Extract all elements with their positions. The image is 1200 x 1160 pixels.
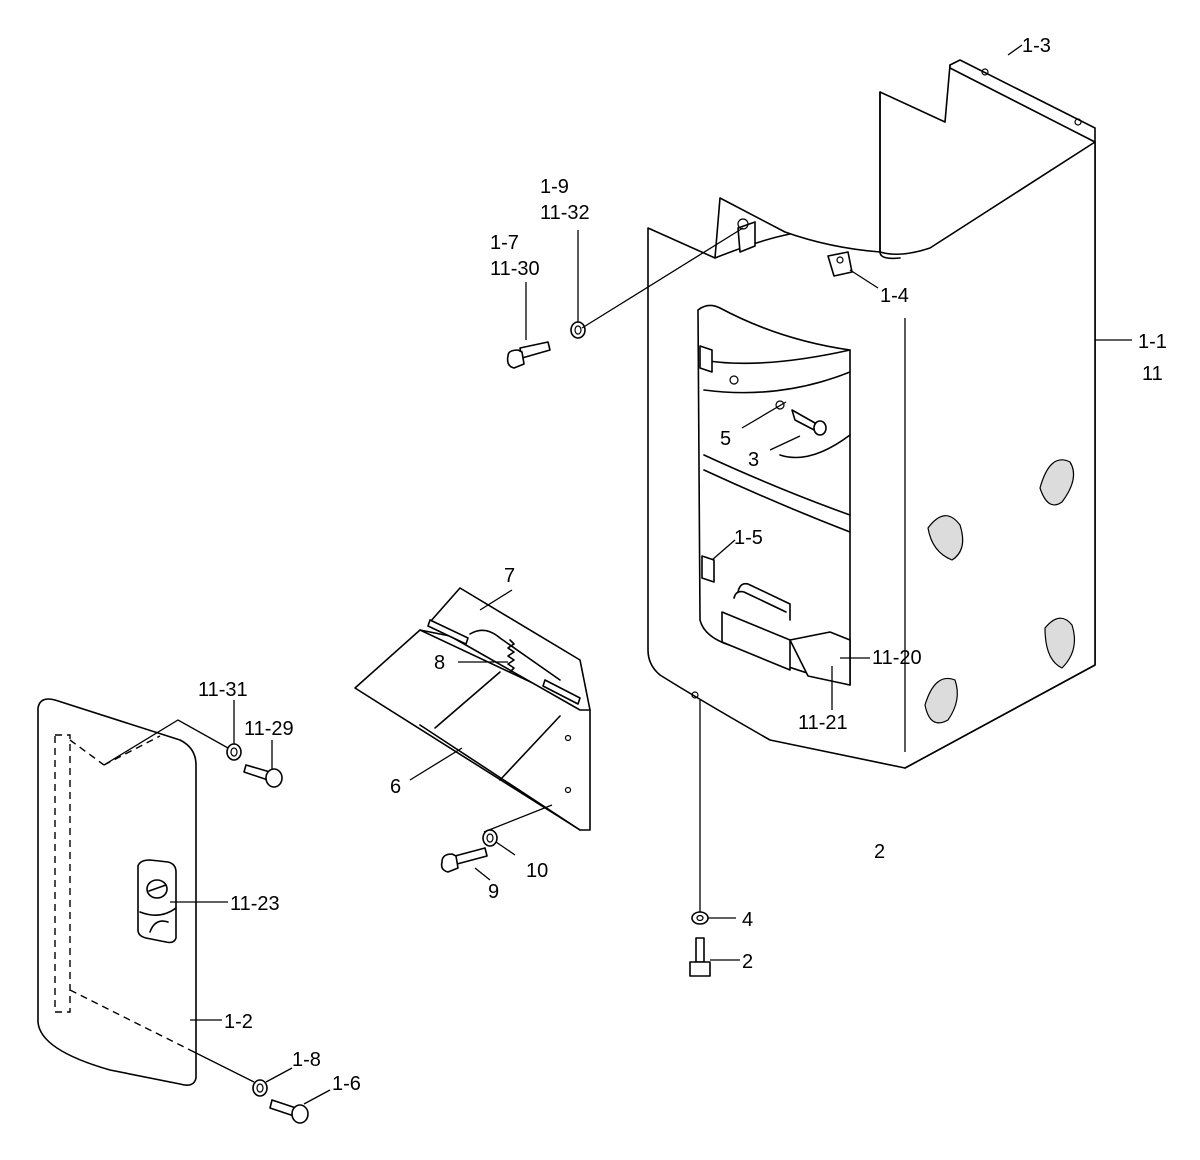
callout-7: 7 bbox=[504, 565, 515, 587]
callout-4: 4 bbox=[742, 909, 753, 931]
leader-lines bbox=[103, 44, 1132, 1105]
callout-1-4: 1-4 bbox=[880, 285, 909, 307]
callout-11-21: 11-21 bbox=[798, 712, 848, 734]
fasteners bbox=[226, 321, 711, 1124]
callout-1-2: 1-2 bbox=[224, 1011, 253, 1033]
callout-2-reference: 2 bbox=[874, 841, 885, 863]
callout-5: 5 bbox=[720, 428, 731, 450]
callout-9: 9 bbox=[488, 881, 499, 903]
callout-11-29: 11-29 bbox=[244, 718, 294, 740]
callout-11-31: 11-31 bbox=[198, 679, 248, 701]
main-cover-housing bbox=[647, 59, 1096, 769]
callout-1-8: 1-8 bbox=[292, 1049, 321, 1071]
callout-1-6: 1-6 bbox=[332, 1073, 361, 1095]
callout-2: 2 bbox=[742, 951, 753, 973]
door-panel bbox=[37, 698, 197, 1086]
callout-3: 3 bbox=[748, 449, 759, 471]
callout-10: 10 bbox=[526, 860, 548, 882]
callout-1-3: 1-3 bbox=[1022, 35, 1051, 57]
callout-8: 8 bbox=[434, 652, 445, 674]
callout-1-5: 1-5 bbox=[734, 527, 763, 549]
collector-box bbox=[354, 587, 591, 831]
callout-11-20: 11-20 bbox=[872, 647, 922, 669]
screw-3 bbox=[791, 409, 827, 436]
callout-6: 6 bbox=[390, 776, 401, 798]
callout-11-23: 11-23 bbox=[230, 893, 280, 915]
